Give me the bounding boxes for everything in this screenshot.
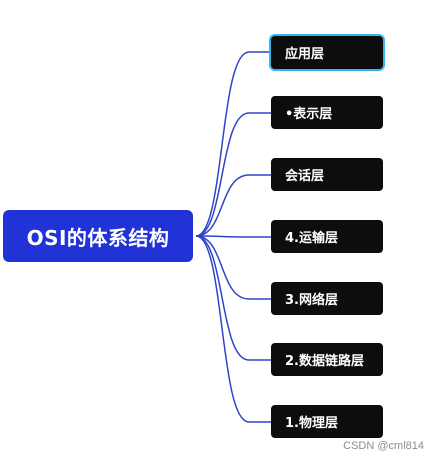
root-node-label: OSI的体系结构 — [26, 225, 170, 250]
node-label: 3.网络层 — [285, 293, 338, 308]
node-application-layer[interactable]: 应用层 — [269, 34, 385, 71]
connector-presentation — [195, 112, 271, 237]
watermark-text: CSDN @cml814 — [343, 440, 424, 452]
node-label: 应用层 — [285, 47, 325, 62]
node-session-layer[interactable]: 会话层 — [271, 158, 383, 191]
root-node[interactable]: OSI的体系结构 — [3, 210, 193, 262]
node-transport-layer[interactable]: 4.运输层 — [271, 220, 383, 253]
node-label: 会话层 — [285, 169, 325, 184]
node-label: 4.运输层 — [285, 231, 338, 246]
connector-transport — [195, 235, 271, 238]
node-label: 1.物理层 — [285, 416, 338, 431]
node-datalink-layer[interactable]: 2.数据链路层 — [271, 343, 383, 376]
connector-applications — [195, 51, 269, 237]
connector-network — [195, 235, 271, 300]
connector-session — [195, 174, 271, 237]
node-physical-layer[interactable]: 1.物理层 — [271, 405, 383, 438]
node-presentation-layer[interactable]: •表示层 — [271, 96, 383, 129]
node-label: 2.数据链路层 — [285, 354, 364, 369]
node-network-layer[interactable]: 3.网络层 — [271, 282, 383, 315]
connector-physical — [195, 235, 271, 423]
node-label: •表示层 — [285, 107, 333, 122]
connector-datalink — [195, 235, 271, 361]
